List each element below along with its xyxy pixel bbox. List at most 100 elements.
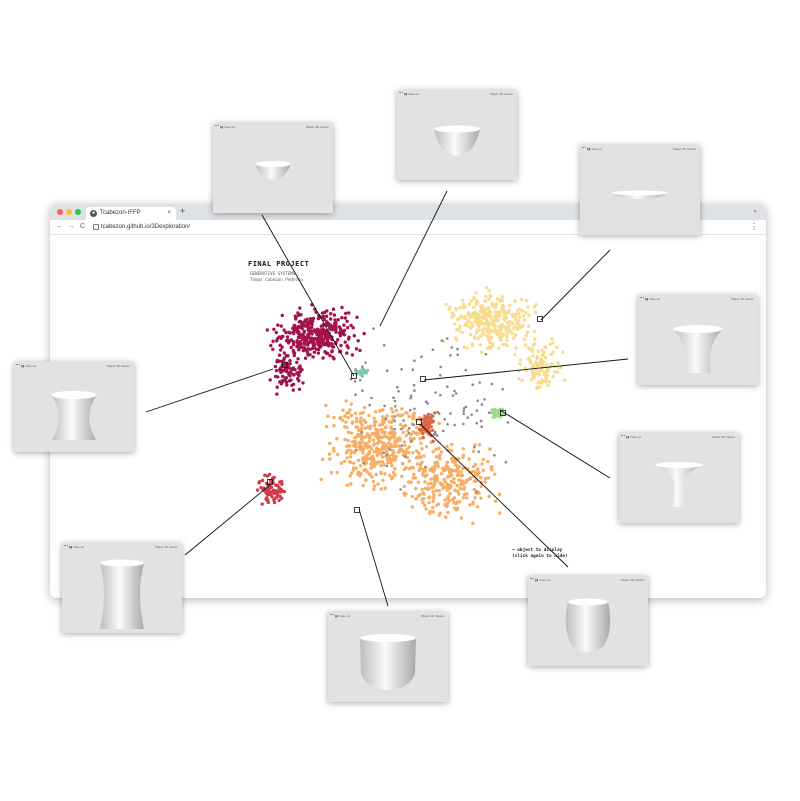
- scatter-point-light-yellow[interactable]: [498, 298, 502, 303]
- scatter-point-red[interactable]: [255, 488, 260, 492]
- scatter-point-red[interactable]: [282, 489, 287, 494]
- scatter-point-crimson[interactable]: [286, 354, 290, 358]
- scatter-point-light-yellow[interactable]: [456, 317, 460, 322]
- scatter-point-gray[interactable]: [462, 412, 466, 415]
- scatter-point-orange[interactable]: [457, 456, 461, 461]
- scatter-point-orange[interactable]: [328, 457, 332, 461]
- scatter-point-light-yellow[interactable]: [506, 310, 511, 315]
- scatter-point-light-yellow[interactable]: [485, 320, 490, 324]
- scatter-point-orange[interactable]: [431, 484, 436, 488]
- scatter-point-crimson[interactable]: [321, 323, 325, 327]
- scatter-point-orange[interactable]: [450, 442, 454, 447]
- scatter-point-light-yellow[interactable]: [520, 309, 524, 313]
- scatter-point-light-yellow[interactable]: [448, 305, 452, 309]
- scatter-point-orange[interactable]: [431, 489, 435, 494]
- scatter-point-light-yellow[interactable]: [541, 353, 545, 357]
- scatter-point-orange[interactable]: [343, 437, 347, 441]
- scatter-point-crimson[interactable]: [265, 328, 269, 332]
- scatter-point-gray[interactable]: [484, 352, 488, 356]
- scatter-point-crimson[interactable]: [280, 313, 284, 318]
- scatter-point-orange[interactable]: [414, 486, 418, 491]
- scatter-point-gray[interactable]: [408, 408, 412, 412]
- scatter-point-orange[interactable]: [444, 515, 448, 519]
- scatter-point-orange[interactable]: [345, 483, 350, 487]
- scatter-point-dark-orange[interactable]: [430, 428, 435, 432]
- scatter-point-light-yellow[interactable]: [523, 343, 528, 347]
- scatter-point-crimson[interactable]: [301, 320, 306, 325]
- scatter-point-orange[interactable]: [438, 453, 442, 457]
- scatter-point-light-yellow[interactable]: [458, 305, 462, 310]
- scatter-point-orange[interactable]: [393, 444, 397, 449]
- scatter-point-orange[interactable]: [465, 496, 469, 500]
- scatter-point-gray[interactable]: [385, 464, 389, 468]
- scatter-point-orange[interactable]: [435, 503, 439, 507]
- scatter-point-light-yellow[interactable]: [530, 365, 535, 369]
- scatter-point-orange[interactable]: [479, 475, 483, 480]
- scatter-point-crimson[interactable]: [289, 338, 293, 342]
- scatter-point-crimson[interactable]: [323, 310, 327, 314]
- scatter-point-gray[interactable]: [358, 378, 362, 382]
- scatter-point-orange[interactable]: [439, 450, 444, 454]
- scatter-point-light-yellow[interactable]: [519, 325, 523, 329]
- scatter-point-orange[interactable]: [402, 484, 406, 489]
- scatter-point-crimson[interactable]: [339, 343, 343, 348]
- scatter-point-orange[interactable]: [357, 428, 361, 432]
- scatter-point-light-yellow[interactable]: [478, 309, 483, 313]
- scatter-point-orange[interactable]: [481, 457, 485, 462]
- scatter-point-orange[interactable]: [380, 455, 385, 459]
- scatter-point-orange[interactable]: [359, 472, 363, 476]
- scatter-point-orange[interactable]: [439, 472, 444, 476]
- scatter-point-dark-orange[interactable]: [431, 439, 435, 443]
- scatter-point-orange[interactable]: [409, 432, 413, 437]
- new-tab-button[interactable]: +: [180, 206, 186, 216]
- scatter-point-orange[interactable]: [461, 496, 465, 500]
- scatter-point-light-yellow[interactable]: [547, 380, 551, 384]
- scatter-point-orange[interactable]: [404, 433, 409, 438]
- scatter-point-orange[interactable]: [435, 462, 440, 466]
- scatter-point-orange[interactable]: [343, 414, 347, 418]
- scatter-point-orange[interactable]: [425, 473, 429, 477]
- scatter-point-gray[interactable]: [440, 339, 444, 342]
- scatter-point-orange[interactable]: [344, 420, 348, 424]
- scatter-point-orange[interactable]: [357, 434, 361, 438]
- scatter-point-crimson[interactable]: [328, 323, 333, 327]
- scatter-point-crimson[interactable]: [334, 328, 338, 332]
- scatter-point-light-yellow[interactable]: [503, 325, 507, 329]
- scatter-point-light-yellow[interactable]: [466, 319, 471, 324]
- scatter-point-gray[interactable]: [409, 440, 413, 443]
- scatter-point-red[interactable]: [270, 494, 274, 499]
- scatter-point-gray[interactable]: [453, 423, 456, 427]
- scatter-point-orange[interactable]: [346, 430, 351, 434]
- scatter-point-light-yellow[interactable]: [539, 359, 543, 364]
- scatter-point-light-yellow[interactable]: [510, 312, 514, 317]
- scatter-point-light-yellow[interactable]: [540, 378, 544, 382]
- scatter-point-red[interactable]: [279, 490, 283, 494]
- scatter-point-orange[interactable]: [374, 410, 378, 414]
- scatter-point-light-yellow[interactable]: [510, 321, 515, 325]
- scatter-point-light-yellow[interactable]: [536, 385, 540, 389]
- scatter-point-light-yellow[interactable]: [542, 364, 546, 369]
- selected-point-marker[interactable]: [537, 316, 543, 322]
- scatter-point-orange[interactable]: [321, 457, 325, 462]
- scatter-point-orange[interactable]: [381, 415, 385, 419]
- scatter-point-orange[interactable]: [447, 499, 451, 503]
- scatter-point-crimson[interactable]: [291, 382, 296, 386]
- scatter-point-gray[interactable]: [493, 454, 496, 457]
- scatter-point-crimson[interactable]: [287, 379, 292, 383]
- scatter-point-dark-orange[interactable]: [419, 429, 424, 433]
- scatter-point-light-yellow[interactable]: [476, 336, 480, 340]
- scatter-point-orange[interactable]: [417, 468, 421, 473]
- scatter-point-orange[interactable]: [346, 444, 350, 448]
- scatter-point-orange[interactable]: [379, 428, 383, 432]
- scatter-point-orange[interactable]: [374, 472, 378, 477]
- scatter-point-crimson[interactable]: [340, 305, 344, 310]
- scatter-point-orange[interactable]: [381, 478, 385, 482]
- scatter-point-gray[interactable]: [501, 387, 505, 391]
- scatter-point-orange[interactable]: [411, 476, 415, 480]
- scatter-point-light-yellow[interactable]: [497, 346, 501, 350]
- scatter-point-light-yellow[interactable]: [451, 312, 455, 316]
- scatter-point-green[interactable]: [497, 414, 501, 418]
- scatter-point-light-yellow[interactable]: [487, 288, 491, 293]
- scatter-point-crimson[interactable]: [303, 356, 308, 360]
- scatter-point-crimson[interactable]: [339, 332, 343, 336]
